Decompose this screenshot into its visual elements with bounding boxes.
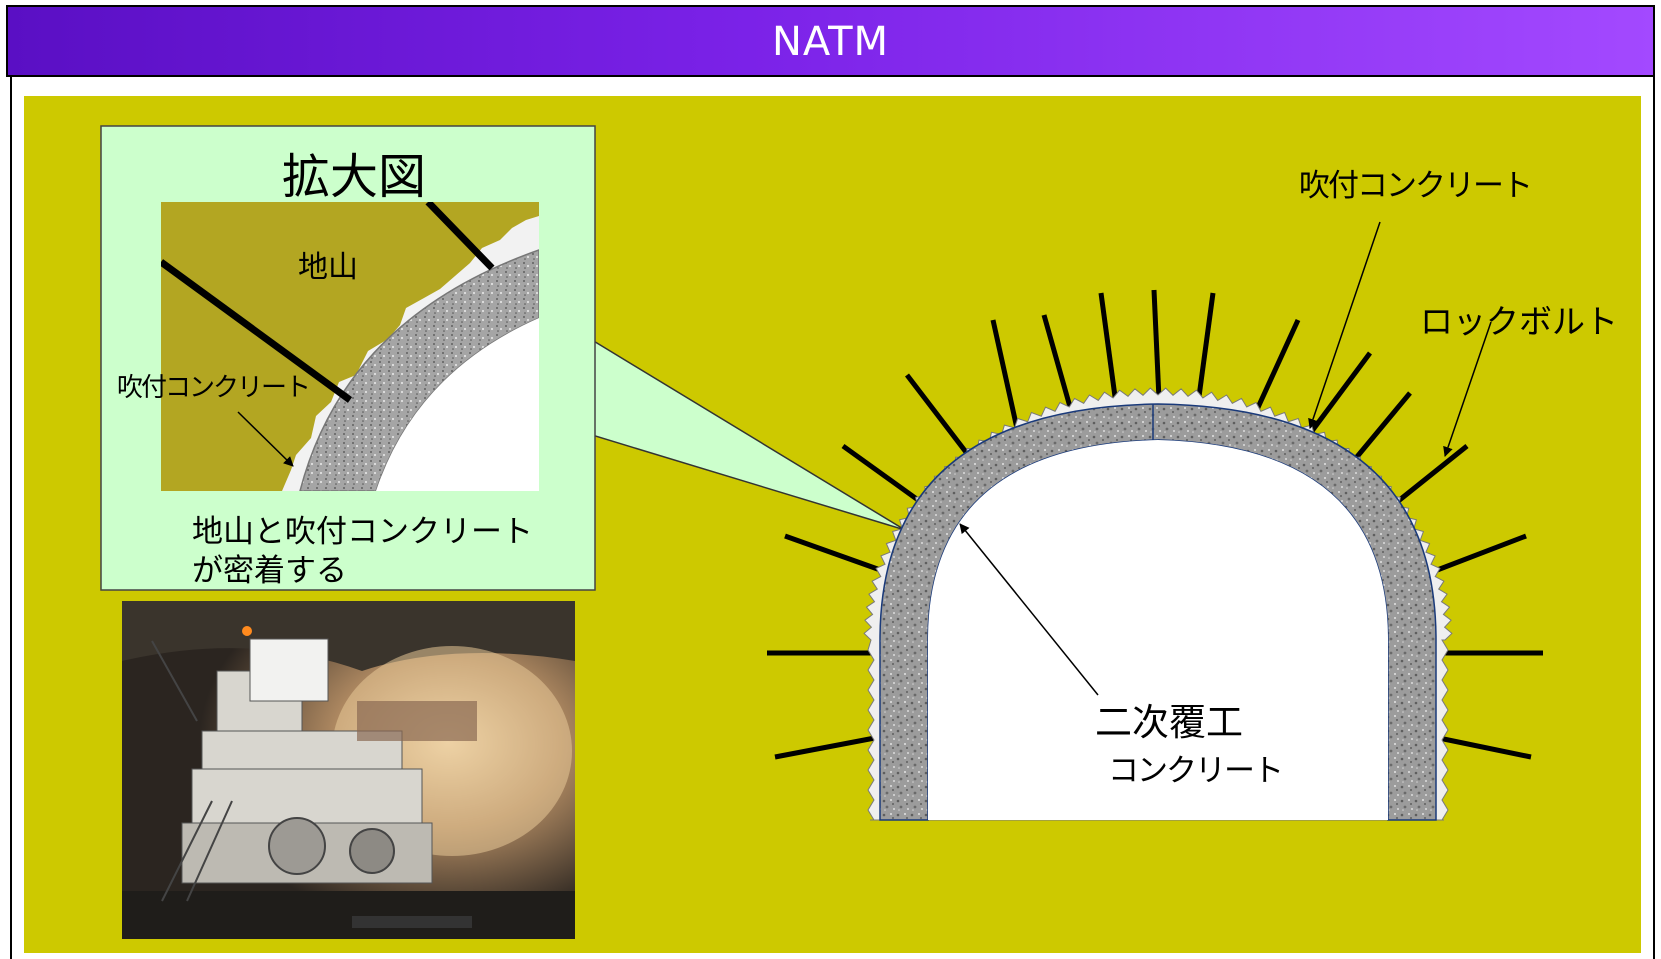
shotcrete-arrow [1308, 221, 1381, 429]
rockbolt [1309, 351, 1373, 433]
zoom-rockbolt-2 [425, 202, 495, 271]
zoom-detail-image [161, 202, 539, 491]
ground-label: 地山 [298, 250, 358, 285]
rockbolt [1252, 318, 1301, 416]
rockbolt [1098, 292, 1119, 405]
lining-label-line1: 二次覆工 [1095, 701, 1243, 744]
page-frame [10, 77, 1655, 959]
zoom-heading: 拡大図 [282, 149, 427, 205]
zoom-shotcrete-arrow [237, 411, 294, 467]
title-bar: NATM [6, 5, 1655, 77]
zoom-caption-line1: 地山と吹付コンクリート [192, 514, 533, 550]
rockbolt-arrow [1443, 321, 1492, 457]
rockbolt [1433, 734, 1532, 760]
tunnel-interior [928, 440, 1388, 820]
tunnel-section [863, 387, 1453, 821]
lining-label-line2: コンクリート [1108, 753, 1284, 789]
tunnel-construction-photo [122, 601, 575, 939]
page-title: NATM [771, 19, 890, 65]
rockbolt [1041, 314, 1075, 415]
rockbolt [1151, 289, 1162, 400]
rockbolt [990, 319, 1021, 434]
zoom-interior [376, 318, 539, 491]
rockbolt [1195, 292, 1216, 405]
rockbolt [905, 373, 974, 462]
callout-wedge [591, 338, 906, 531]
zoom-caption-line2: が密着する [192, 553, 347, 589]
rockbolts [767, 289, 1543, 760]
rockbolt [774, 734, 881, 760]
zoom-shotcrete-label: 吹付コンクリート [117, 373, 311, 403]
zoom-rockbolt-1 [161, 259, 353, 403]
lining-arrow [959, 523, 1099, 696]
shotcrete-label: 吹付コンクリート [1299, 168, 1533, 204]
rockbolt-label: ロックボルト [1420, 302, 1618, 341]
